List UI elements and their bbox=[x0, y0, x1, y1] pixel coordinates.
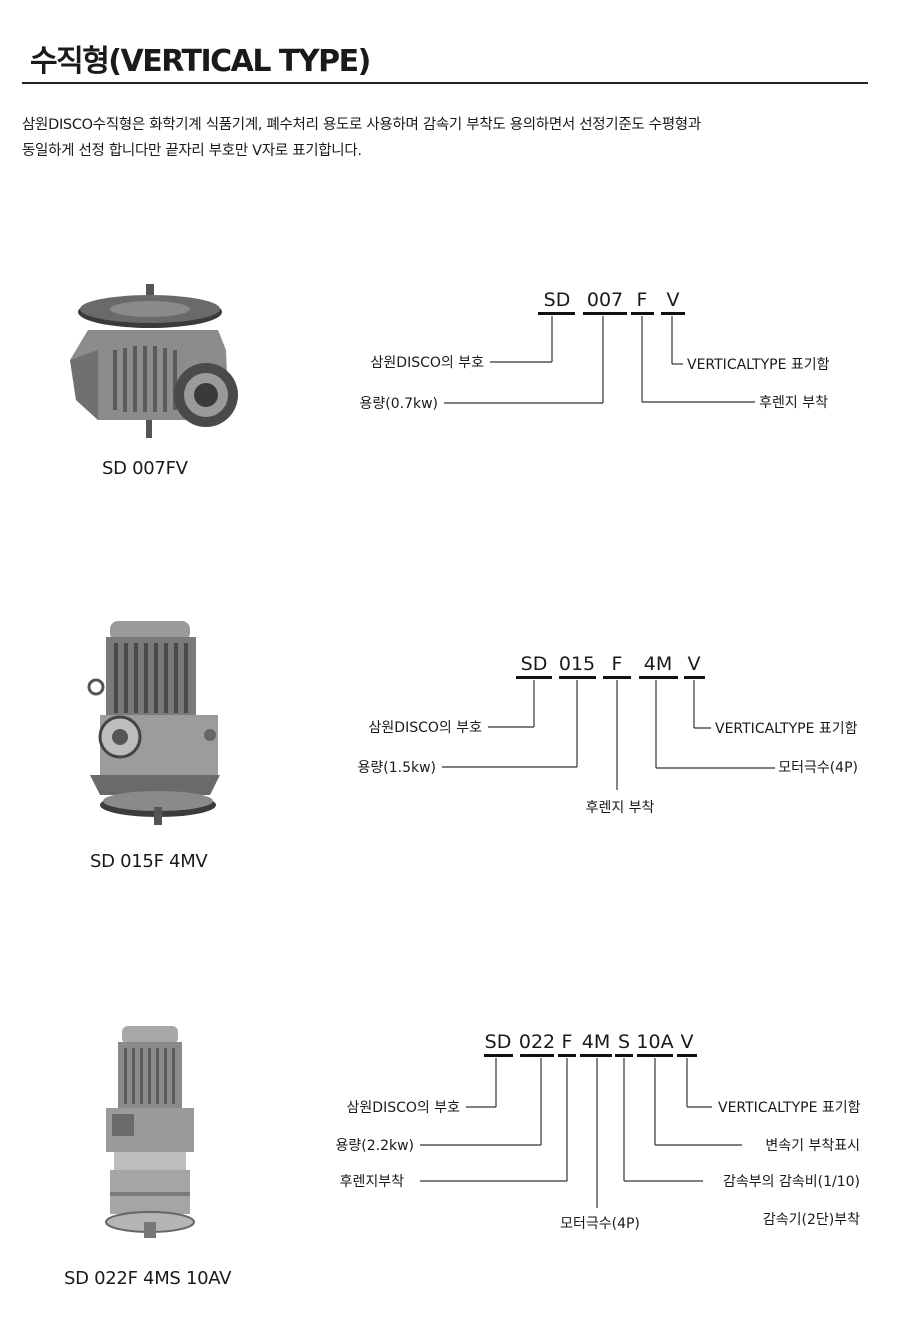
code-segment: SD bbox=[521, 653, 548, 675]
code-segment: 4M bbox=[644, 653, 672, 675]
label-symbol: 삼원DISCO의 부호 bbox=[347, 1100, 461, 1116]
code-segment: SD bbox=[544, 289, 571, 311]
label-flange: 후렌지 부착 bbox=[759, 395, 828, 411]
title-divider bbox=[22, 82, 868, 84]
label-reducer: 감속기(2단)부착 bbox=[763, 1212, 860, 1228]
intro-paragraph: 삼원DISCO수직형은 화학기계 식품기계, 폐수처리 용도로 사용하며 감속기… bbox=[22, 112, 882, 164]
code-segment: V bbox=[688, 653, 701, 675]
label-vertical: VERTICALTYPE 표기함 bbox=[687, 357, 830, 373]
label-ratio: 감속부의 감속비(1/10) bbox=[723, 1174, 860, 1190]
intro-line: 삼원DISCO수직형은 화학기계 식품기계, 폐수처리 용도로 사용하며 감속기… bbox=[22, 117, 701, 133]
code-segment: 015 bbox=[559, 653, 595, 675]
code-segment: F bbox=[637, 289, 648, 311]
code-segment: F bbox=[562, 1031, 573, 1053]
model-caption: SD 015F 4MV bbox=[90, 851, 208, 872]
label-vertical: VERTICALTYPE 표기함 bbox=[715, 721, 858, 737]
code-segment: 10A bbox=[636, 1031, 673, 1053]
motor-image-sd007fv bbox=[70, 284, 238, 438]
intro-line: 동일하게 선정 합니다만 끝자리 부호만 V자로 표기합니다. bbox=[22, 143, 362, 159]
label-flange: 후렌지부착 bbox=[340, 1174, 405, 1190]
label-vertical: VERTICALTYPE 표기함 bbox=[718, 1100, 861, 1116]
code-segment: 022 bbox=[519, 1031, 555, 1053]
label-poles: 모터극수(4P) bbox=[778, 760, 858, 776]
page-title: 수직형(VERTICAL TYPE) bbox=[30, 44, 371, 79]
code-segment: V bbox=[681, 1031, 694, 1053]
motor-image-sd022f4ms10av bbox=[105, 1026, 195, 1238]
model-caption: SD 007FV bbox=[102, 458, 188, 479]
code-segment: SD bbox=[485, 1031, 512, 1053]
motor-image-sd015f4mv bbox=[87, 621, 220, 825]
code-segment: 007 bbox=[587, 289, 623, 311]
code-segment: F bbox=[612, 653, 623, 675]
model-caption: SD 022F 4MS 10AV bbox=[64, 1268, 232, 1289]
label-gearbox: 변속기 부착표시 bbox=[765, 1138, 860, 1154]
label-symbol: 삼원DISCO의 부호 bbox=[371, 355, 485, 371]
label-capacity: 용량(0.7kw) bbox=[359, 396, 438, 412]
label-capacity: 용량(1.5kw) bbox=[357, 760, 436, 776]
code-segment: 4M bbox=[582, 1031, 610, 1053]
label-capacity: 용량(2.2kw) bbox=[335, 1138, 414, 1154]
code-segment: V bbox=[667, 289, 680, 311]
label-flange: 후렌지 부착 bbox=[586, 800, 655, 816]
label-symbol: 삼원DISCO의 부호 bbox=[369, 720, 483, 736]
code-segment: S bbox=[618, 1031, 630, 1053]
label-poles: 모터극수(4P) bbox=[560, 1216, 640, 1232]
